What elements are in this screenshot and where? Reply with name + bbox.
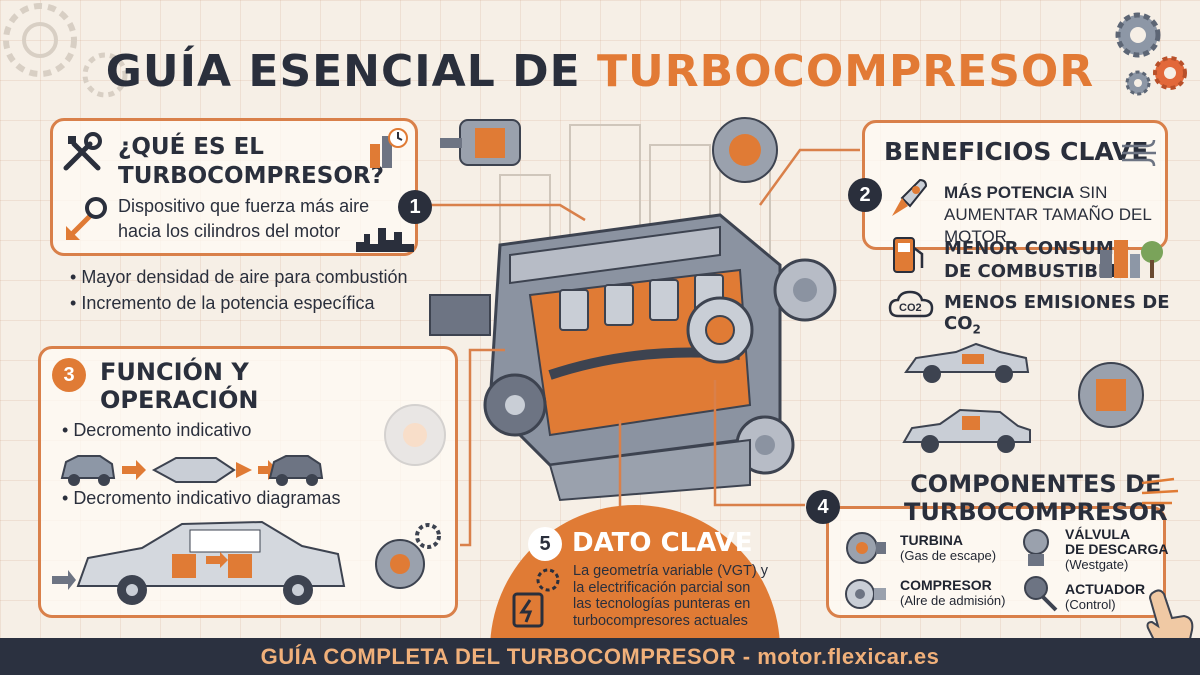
- fuel-pump-icon: [893, 237, 924, 273]
- step-badge-4: 4: [806, 490, 840, 524]
- card3-bullet: Decromento indicativo diagramas: [62, 488, 340, 509]
- benefit-power-rest: SIN: [1074, 183, 1108, 202]
- component-desc: (Westgate): [1065, 557, 1129, 572]
- component-name: VÁLVULA: [1065, 526, 1131, 542]
- card1-desc-line2: hacia los cilindros del motor: [118, 221, 341, 241]
- card1-desc-line1: Dispositivo que fuerza más aire: [118, 196, 370, 216]
- card3-bullet: Decromento indicativo: [62, 420, 251, 441]
- component-turbine: TURBINA (Gas de escape): [900, 532, 996, 564]
- step-badge-3: 3: [52, 358, 86, 392]
- turbo-cutaway-icon: [1078, 362, 1144, 428]
- city-trees-icon: [1100, 240, 1163, 278]
- benefit-emissions-sub: 2: [972, 322, 981, 337]
- footer-banner: GUÍA COMPLETA DEL TURBOCOMPRESOR - motor…: [0, 638, 1200, 675]
- wrench-arrow-icon: [66, 197, 107, 240]
- card1-bullet: Incremento de la potencia específica: [70, 290, 408, 316]
- convertible-car-icon: [904, 342, 1030, 383]
- component-name: COMPRESOR: [900, 577, 992, 593]
- card1-heading-line2: TURBOCOMPRESOR?: [118, 163, 384, 189]
- card4-heading-line2: TURBOCOMPRESOR: [904, 498, 1168, 526]
- page-title: GUÍA ESENCIAL DE TURBOCOMPRESOR: [0, 46, 1200, 97]
- card5-text: La geometría variable (VGT) y la electri…: [573, 563, 768, 629]
- car-cutaway-diagram: [52, 520, 346, 605]
- rotor-part-icon: [440, 119, 521, 166]
- wrench-screwdriver-icon: [63, 132, 102, 171]
- benefit-fuel-line1: MENOR CONSUMO: [944, 238, 1130, 259]
- compressor-icon: [845, 579, 886, 609]
- engine-illustration: [429, 124, 837, 502]
- card2-heading: BENEFICIOS CLAVE: [884, 137, 1149, 166]
- wastegate-valve-icon: [1023, 529, 1049, 566]
- benefit-fuel-line2: DE COMBUSTIBLE: [944, 261, 1122, 282]
- component-desc: (Gas de escape): [900, 548, 997, 563]
- card5-line: turbocompresores actuales: [573, 612, 748, 629]
- card5-line: La geometría variable (VGT) y: [573, 563, 769, 579]
- card5-line: la electrificación parcial son: [573, 579, 751, 596]
- card4-heading: COMPONENTES DE TURBOCOMPRESOR: [904, 470, 1168, 526]
- component-name: TURBINA: [900, 532, 963, 548]
- card5-line: las tecnologías punteras en: [573, 596, 751, 612]
- card4-heading-line1: COMPONENTES DE: [910, 470, 1162, 498]
- component-compressor: COMPRESOR (Alre de admisión): [900, 577, 1006, 609]
- card5-heading: DATO CLAVE: [572, 528, 753, 558]
- sedan-car-icon: [902, 408, 1031, 453]
- component-wastegate: VÁLVULA DE DESCARGA (Westgate): [1065, 526, 1169, 573]
- benefit-emissions-text: MENOS EMISIONES DE CO: [944, 292, 1170, 334]
- component-name: DE DESCARGA: [1065, 541, 1169, 557]
- card1-description: Dispositivo que fuerza más aire hacia lo…: [118, 194, 369, 244]
- benefit-emissions: MENOS EMISIONES DE CO2: [944, 292, 1200, 337]
- component-name: ACTUADOR: [1065, 581, 1146, 597]
- alternator-part-icon: [712, 117, 778, 183]
- benefit-fuel: MENOR CONSUMO DE COMBUSTIBLE: [944, 237, 1129, 283]
- card1-heading-line1: ¿QUÉ ES EL: [118, 134, 264, 160]
- step-badge-5: 5: [528, 527, 562, 561]
- card1-heading: ¿QUÉ ES EL TURBOCOMPRESOR?: [118, 133, 384, 191]
- benefit-power-line2: AUMENTAR TAMAÑO DEL MOTOR: [944, 205, 1152, 246]
- card1-bullet: Mayor densidad de aire para combustión: [70, 264, 407, 290]
- card-what-is: [50, 118, 418, 256]
- component-actuator: ACTUADOR (Control): [1065, 581, 1145, 613]
- turbo-gear-icon: [375, 523, 441, 589]
- component-desc: (Alre de admisión): [900, 593, 1006, 608]
- title-prefix: GUÍA ESENCIAL DE: [105, 46, 597, 97]
- step-badge-1: 1: [398, 190, 432, 224]
- wind-lines-icon: [1141, 477, 1179, 505]
- component-desc: (Control): [1065, 597, 1116, 612]
- turbine-icon: [846, 532, 886, 564]
- clock-city-icon: [370, 128, 408, 168]
- airflow-diagram: [60, 455, 324, 486]
- card3-heading: FUNCIÓN Y OPERACIÓN: [100, 358, 258, 414]
- gear-icon: [3, 3, 128, 98]
- battery-gear-icon: [512, 568, 560, 628]
- co2-icon-label: CO2: [899, 302, 922, 314]
- co2-cloud-icon: CO2: [888, 290, 934, 318]
- card1-bullet-list: Mayor densidad de aire para combustión I…: [70, 264, 408, 316]
- rocket-icon: [892, 178, 928, 216]
- wind-icon: [1122, 139, 1156, 166]
- benefit-power-bold: MÁS POTENCIA: [944, 183, 1075, 202]
- card3-heading-line2: OPERACIÓN: [100, 386, 259, 414]
- benefit-power: MÁS POTENCIA SIN AUMENTAR TAMAÑO DEL MOT…: [944, 182, 1200, 248]
- card3-heading-line1: FUNCIÓN Y: [100, 358, 249, 386]
- title-accent: TURBOCOMPRESOR: [596, 46, 1095, 97]
- city-skyline-icon: [356, 228, 414, 252]
- step-badge-2: 2: [848, 178, 882, 212]
- actuator-icon: [1024, 576, 1058, 612]
- gears-icon: [1115, 12, 1187, 96]
